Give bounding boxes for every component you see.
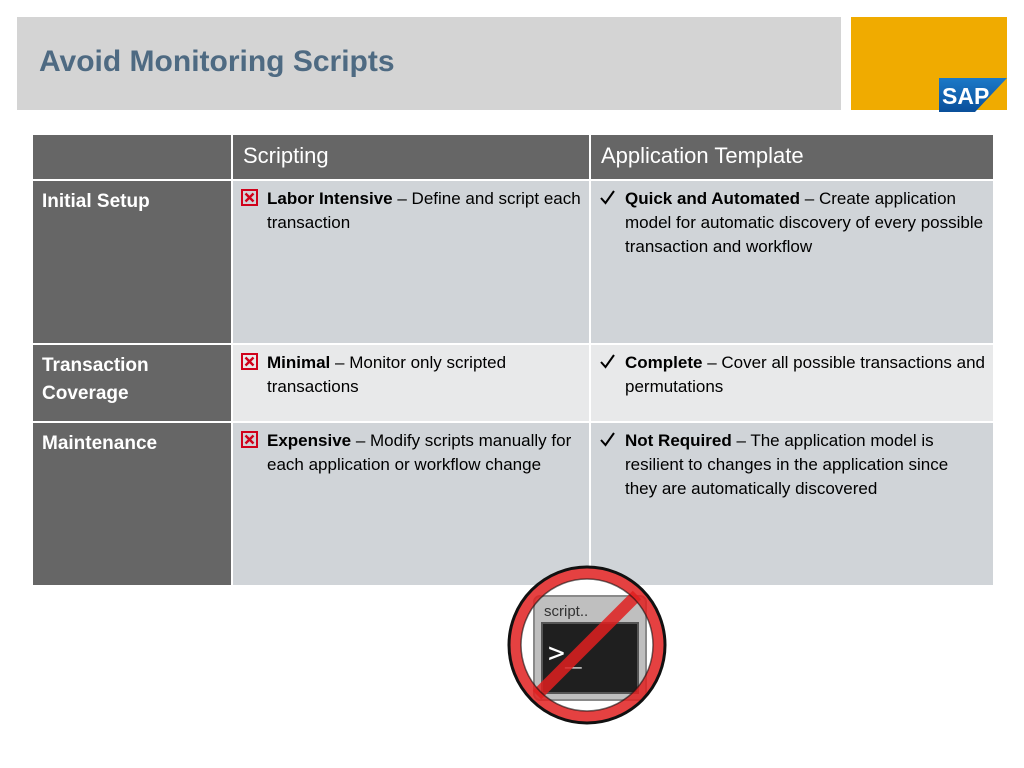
table-row: Transaction Coverage Minimal – Monitor o… xyxy=(31,343,995,423)
cell-description: – Cover all possible transactions and pe… xyxy=(625,353,986,396)
cell-bold-term: Complete xyxy=(625,353,703,372)
header-application-template: Application Template xyxy=(589,133,995,181)
table-row: Maintenance Expensive – Modify scripts m… xyxy=(31,421,995,587)
cell-application-template: Quick and Automated – Create application… xyxy=(589,179,995,345)
cell-description: – Create application model for automatic… xyxy=(625,189,984,256)
no-script-icon: script.. >_ xyxy=(507,565,667,725)
sap-logo: SAP xyxy=(939,78,1007,112)
cell-application-template: Complete – Cover all possible transactio… xyxy=(589,343,995,423)
cell-description: – Define and script each transaction xyxy=(267,189,581,232)
cell-scripting: Expensive – Modify scripts manually for … xyxy=(231,421,591,587)
checkmark-icon xyxy=(599,351,625,377)
prohibition-ring xyxy=(509,567,665,723)
terminal-caption: script.. xyxy=(544,603,588,620)
cell-description: – Monitor only scripted transactions xyxy=(267,353,507,396)
prohibition-slash xyxy=(532,590,642,700)
header-corner xyxy=(31,133,233,181)
table-row: Initial Setup Labor Intensive – Define a… xyxy=(31,179,995,345)
table-header-row: Scripting Application Template xyxy=(31,133,995,181)
prohibition-inner-rim xyxy=(520,578,654,712)
cell-application-template: Not Required – The application model is … xyxy=(589,421,995,587)
row-label-maintenance: Maintenance xyxy=(31,421,233,587)
cell-bold-term: Expensive xyxy=(267,431,352,450)
cell-bold-term: Minimal xyxy=(267,353,331,372)
checkmark-icon xyxy=(599,429,625,455)
cross-box-icon xyxy=(241,429,267,455)
comparison-table: Scripting Application Template Initial S… xyxy=(31,133,995,587)
header-scripting: Scripting xyxy=(231,133,591,181)
cell-bold-term: Quick and Automated xyxy=(625,189,801,208)
row-label-initial-setup: Initial Setup xyxy=(31,179,233,345)
title-band: Avoid Monitoring Scripts xyxy=(17,17,841,110)
cell-scripting: Minimal – Monitor only scripted transact… xyxy=(231,343,591,423)
cell-bold-term: Labor Intensive xyxy=(267,189,393,208)
row-label-transaction-coverage: Transaction Coverage xyxy=(31,343,233,423)
cell-description: – Modify scripts manually for each appli… xyxy=(267,431,572,474)
slide-title: Avoid Monitoring Scripts xyxy=(39,45,395,78)
prohibition-outer-rim xyxy=(507,565,667,725)
checkmark-icon xyxy=(599,187,625,213)
sap-logo-text: SAP xyxy=(942,83,989,109)
cell-description: – The application model is resilient to … xyxy=(625,431,949,498)
cell-scripting: Labor Intensive – Define and script each… xyxy=(231,179,591,345)
cross-box-icon xyxy=(241,187,267,213)
cell-bold-term: Not Required xyxy=(625,431,732,450)
cross-box-icon xyxy=(241,351,267,377)
